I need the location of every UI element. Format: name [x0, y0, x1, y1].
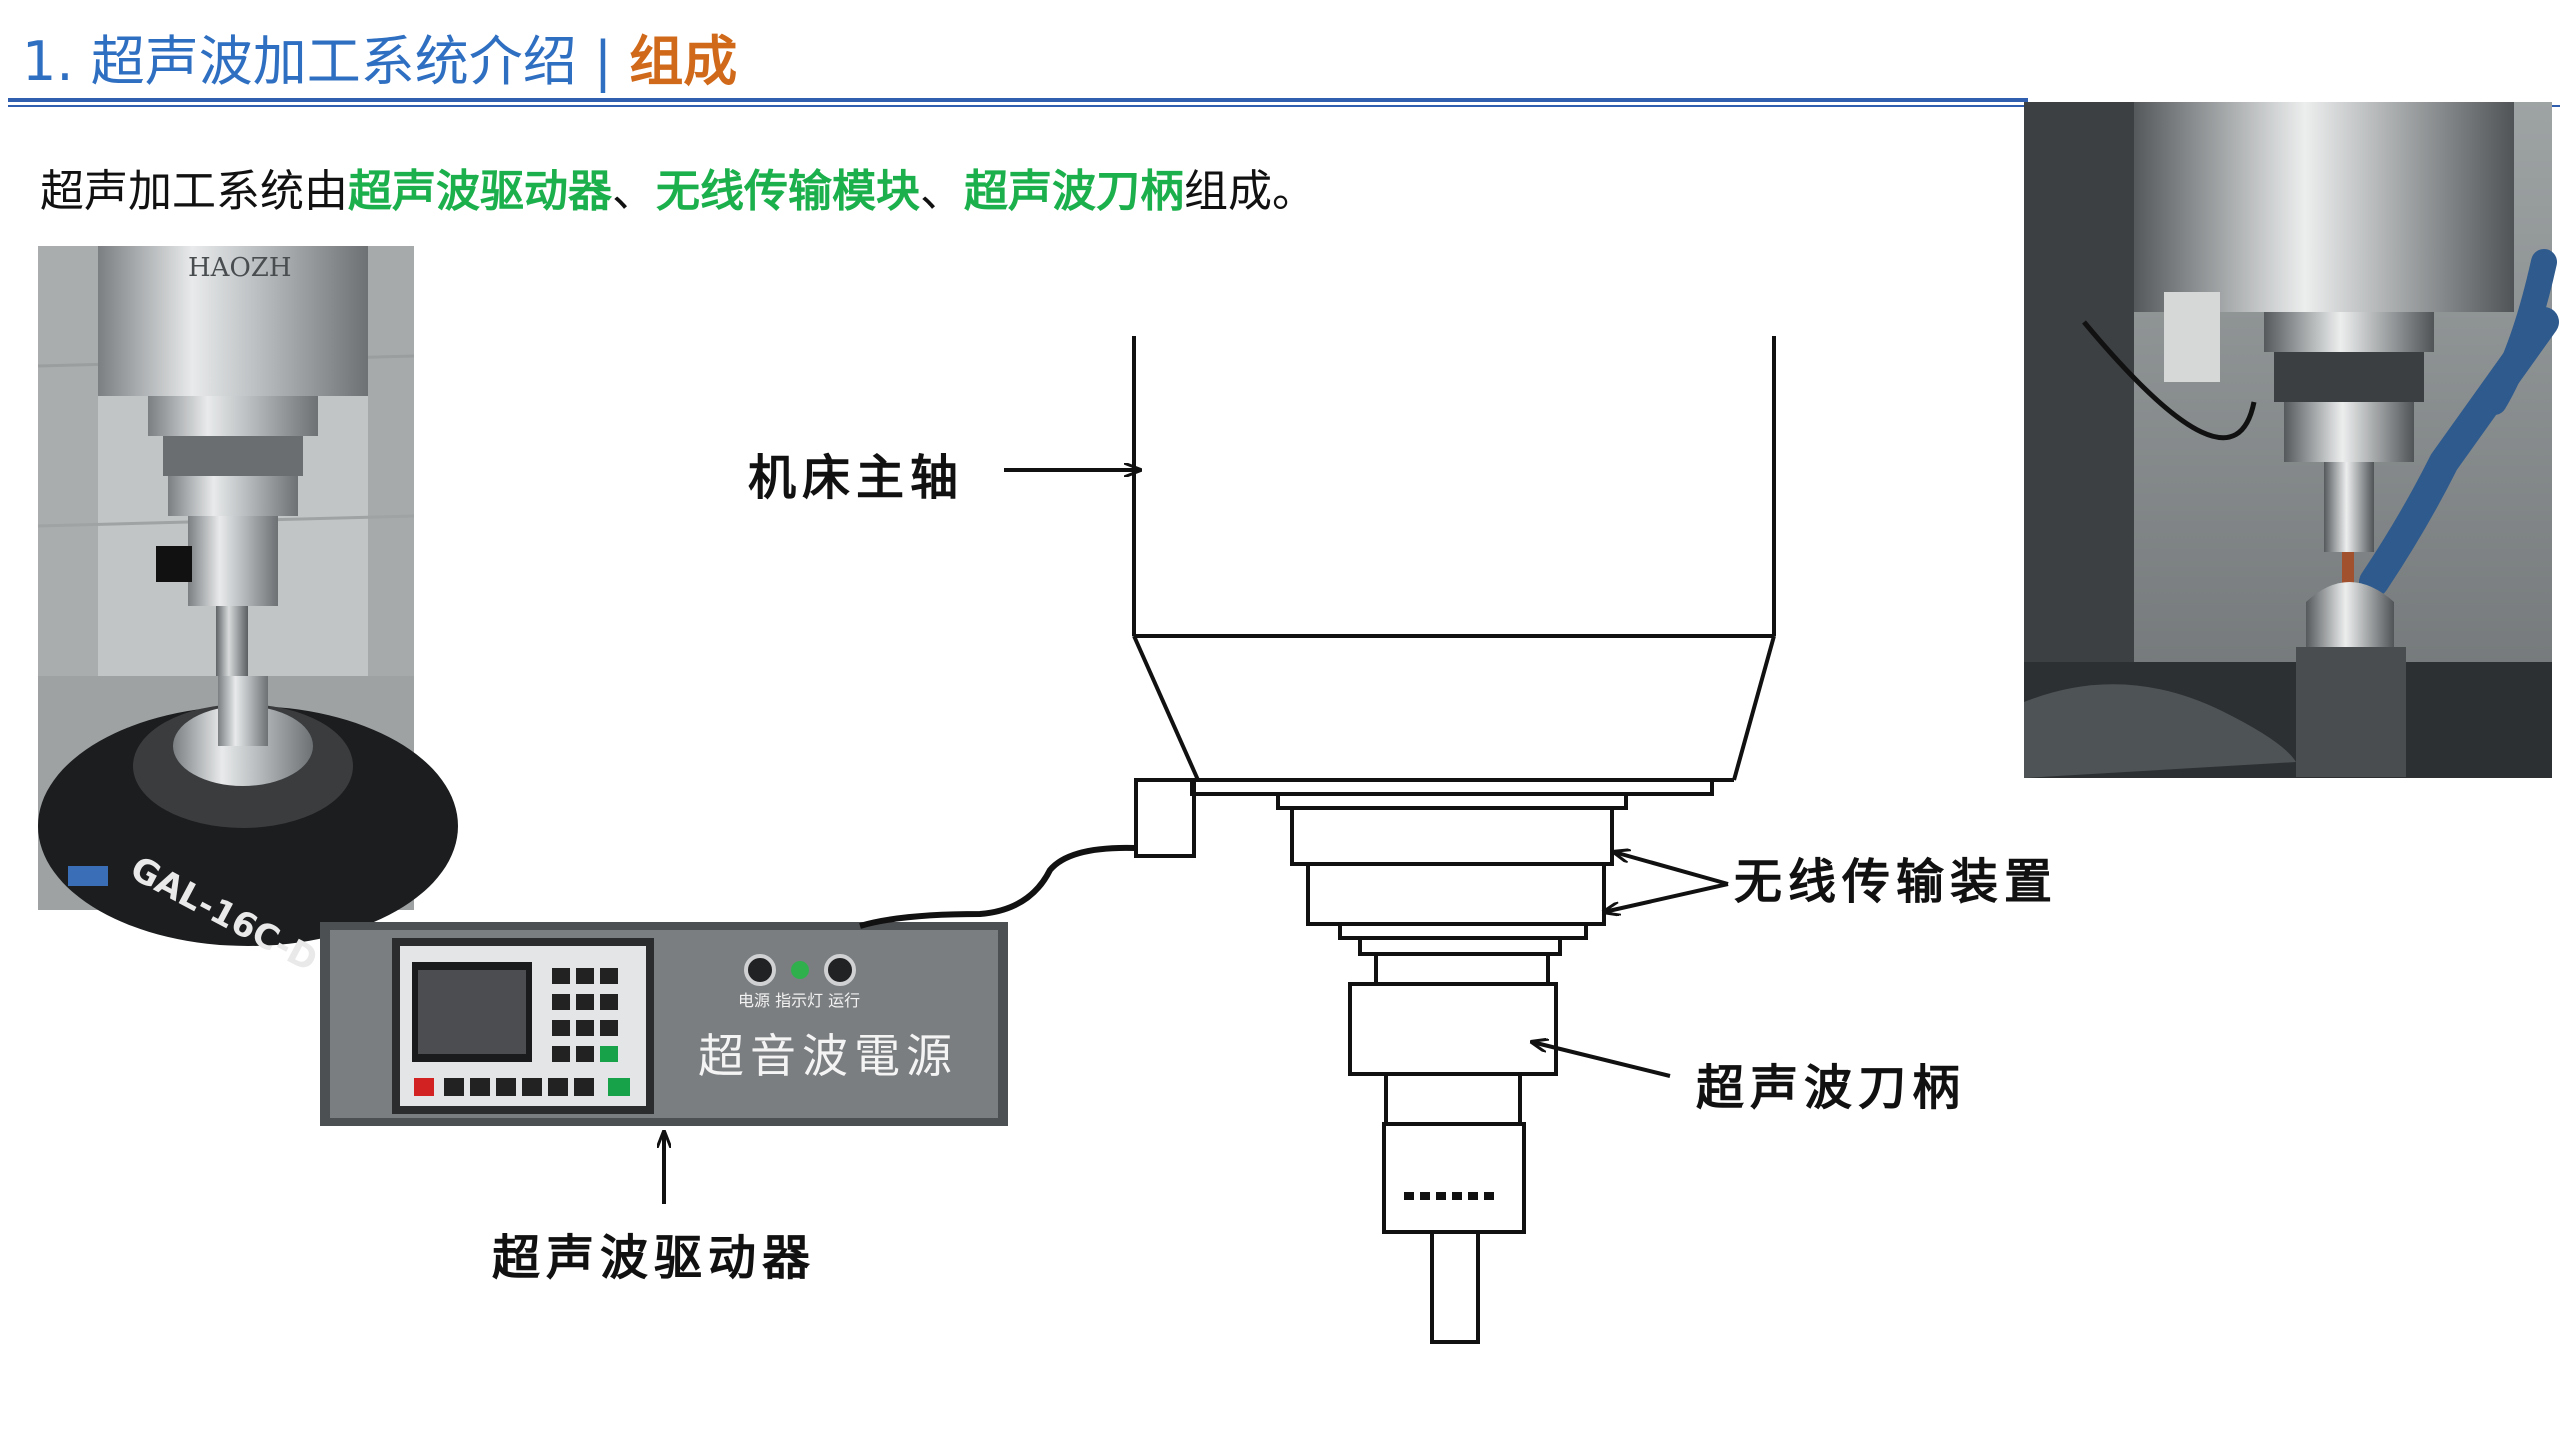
- driver-cable: [859, 844, 1137, 929]
- label-ultrasonic-holder: 超声波刀柄: [1696, 1060, 1967, 1116]
- intro-part-holder: 超声波刀柄: [964, 166, 1184, 217]
- header-rule-thin: [8, 105, 2560, 107]
- driver-button-row: [414, 1078, 630, 1096]
- intro-text: 超声加工系统由超声波驱动器、无线传输模块、超声波刀柄组成。: [40, 158, 1316, 226]
- title-separator: |: [593, 30, 613, 93]
- spindle-outline: [1132, 336, 1776, 1344]
- title-number: 1.: [22, 30, 74, 93]
- intro-suffix: 组成。: [1184, 166, 1316, 217]
- arrow-holder: [1532, 1042, 1671, 1078]
- label-wireless-device: 无线传输装置: [1734, 854, 2059, 910]
- intro-part-wireless: 无线传输模块: [656, 166, 920, 217]
- header-rule-thick: [8, 98, 2028, 102]
- title-section: 组成: [629, 30, 738, 93]
- driver-keypad: [552, 968, 618, 1062]
- photo-tool-holder-in-machine: GAL-16C-D HAOZH: [37, 246, 458, 980]
- photo-machining-scene: [2024, 102, 2559, 778]
- arrow-wireless-lower: [1604, 882, 1729, 912]
- driver-indicator-text: 电源 指示灯 运行: [738, 991, 860, 1010]
- driver-panel-title: 超音波電源: [698, 1029, 958, 1083]
- photo-left-brand: HAOZH: [188, 253, 292, 283]
- label-machine-spindle: 机床主轴: [748, 450, 965, 506]
- photo-ultrasonic-driver: 电源 指示灯 运行 超音波電源: [320, 922, 1008, 1126]
- photo-left-illustration: GAL-16C-D HAOZH: [37, 246, 458, 980]
- intro-prefix: 超声加工系统由: [40, 166, 348, 217]
- page-title: 1. 超声波加工系统介绍 | 组成: [22, 22, 737, 102]
- intro-sep-1: 、: [612, 166, 656, 217]
- driver-illustration: 电源 指示灯 运行 超音波電源: [320, 922, 1008, 1126]
- title-main: 超声波加工系统介绍: [90, 30, 577, 93]
- intro-sep-2: 、: [920, 166, 964, 217]
- arrow-wireless-upper: [1614, 852, 1729, 886]
- intro-part-driver: 超声波驱动器: [348, 166, 612, 217]
- label-ultrasonic-driver: 超声波驱动器: [492, 1230, 817, 1286]
- photo-right-illustration: [2024, 102, 2559, 778]
